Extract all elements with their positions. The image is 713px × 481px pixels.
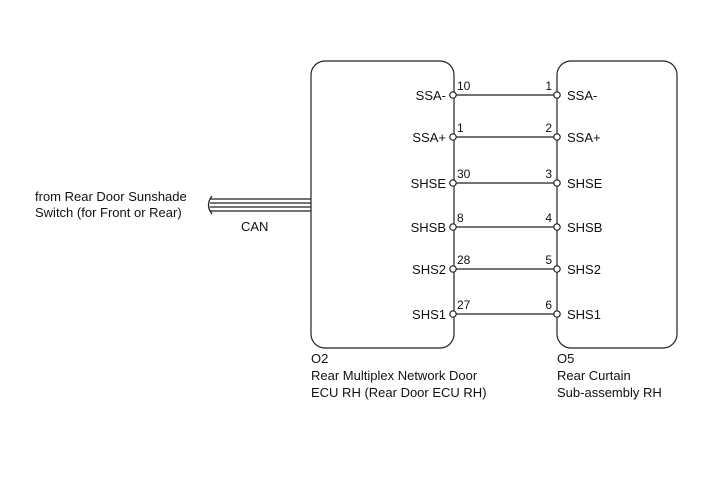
- curtain-connector-name-line1: Rear Curtain: [557, 368, 631, 383]
- right-pin-label: SHSB: [567, 220, 602, 235]
- left-pin-number: 8: [457, 211, 464, 225]
- right-pin-label: SHS2: [567, 262, 601, 277]
- left-terminal-icon: [449, 91, 457, 99]
- right-terminal-icon: [553, 91, 561, 99]
- right-terminal-icon: [553, 310, 561, 318]
- left-pin-number: 10: [457, 79, 471, 93]
- right-pin-label: SHS1: [567, 307, 601, 322]
- can-source-label-line1: from Rear Door Sunshade: [35, 189, 187, 204]
- right-terminal-icon: [553, 265, 561, 273]
- right-pin-number: 1: [545, 79, 552, 93]
- wire-break-icon: [207, 195, 213, 215]
- left-pin-label: SHS1: [412, 307, 446, 322]
- left-pin-number: 1: [457, 121, 464, 135]
- ecu-connector-name-line1: Rear Multiplex Network Door: [311, 368, 478, 383]
- left-terminal-icon: [449, 310, 457, 318]
- right-pin-label: SSA+: [567, 130, 601, 145]
- ecu-connector-box: [310, 60, 455, 349]
- curtain-connector-name-line2: Sub-assembly RH: [557, 385, 662, 400]
- can-bus-label: CAN: [241, 219, 268, 234]
- right-pin-number: 4: [545, 211, 552, 225]
- right-pin-label: SSA-: [567, 88, 597, 103]
- left-pin-label: SHS2: [412, 262, 446, 277]
- curtain-connector-code: O5: [557, 351, 574, 366]
- can-source-label-line2: Switch (for Front or Rear): [35, 205, 182, 220]
- ecu-connector-name-line2: ECU RH (Rear Door ECU RH): [311, 385, 487, 400]
- left-pin-label: SHSE: [411, 176, 447, 191]
- left-pin-number: 27: [457, 298, 471, 312]
- ecu-connector-code: O2: [311, 351, 328, 366]
- right-pin-number: 3: [545, 167, 552, 181]
- left-pin-label: SSA+: [412, 130, 446, 145]
- can-bus-lines: [207, 195, 311, 215]
- curtain-connector-box: [556, 60, 678, 349]
- right-terminal-icon: [553, 179, 561, 187]
- left-pin-label: SSA-: [416, 88, 446, 103]
- right-pin-number: 5: [545, 253, 552, 267]
- left-pin-number: 28: [457, 253, 471, 267]
- right-terminal-icon: [553, 133, 561, 141]
- left-terminal-icon: [449, 179, 457, 187]
- left-terminal-icon: [449, 265, 457, 273]
- right-terminal-icon: [553, 223, 561, 231]
- left-terminal-icon: [449, 133, 457, 141]
- right-pin-number: 6: [545, 298, 552, 312]
- right-pin-number: 2: [545, 121, 552, 135]
- left-pin-label: SHSB: [411, 220, 446, 235]
- right-pin-label: SHSE: [567, 176, 603, 191]
- left-pin-number: 30: [457, 167, 471, 181]
- left-terminal-icon: [449, 223, 457, 231]
